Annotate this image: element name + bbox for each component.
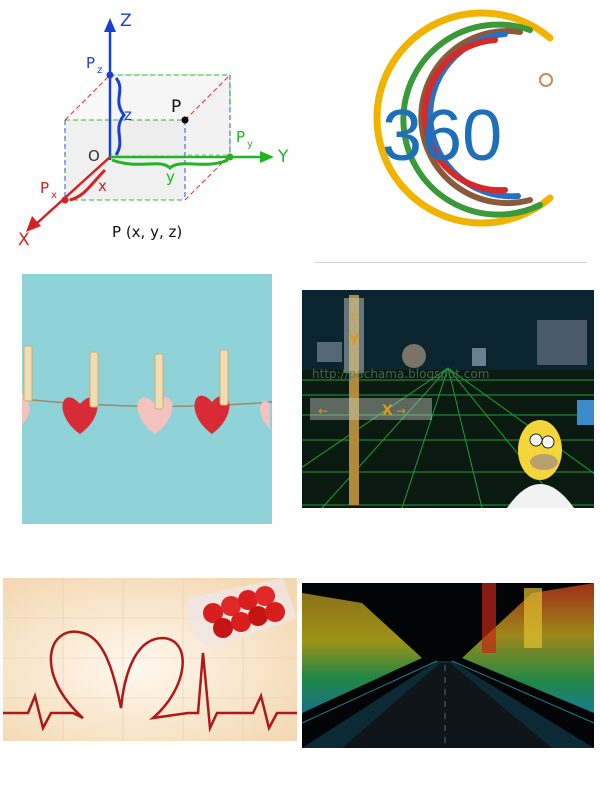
- divider: [315, 262, 587, 263]
- py-label: P: [236, 128, 245, 146]
- length-x-label: x: [98, 177, 107, 195]
- arrow-left-icon: ←: [318, 404, 328, 418]
- length-z-label: z: [124, 106, 132, 124]
- py-subscript: y: [247, 139, 253, 150]
- point-caption: P (x, y, z): [112, 223, 182, 241]
- axis-x-label: X: [18, 230, 30, 250]
- logo-text: 360: [382, 96, 502, 176]
- grid-sign-y: Y: [348, 333, 360, 349]
- arrow-up-icon: ↑: [348, 311, 358, 325]
- pz-label: P: [86, 54, 95, 72]
- hearts-clothesline-image: [22, 274, 272, 524]
- grid-scene-image: Y ↑ X → ← http://pachama.blogspot.com: [302, 290, 594, 508]
- px-label: P: [40, 179, 49, 197]
- px-subscript: x: [51, 190, 57, 201]
- heartbeat-image: [3, 578, 297, 741]
- arrow-right-icon: →: [396, 404, 406, 418]
- axis-z-label: Z: [120, 11, 132, 31]
- logo-360: 360: [300, 0, 600, 265]
- pz-subscript: z: [97, 65, 102, 76]
- point-p-label: P: [171, 97, 181, 117]
- watermark-text: http://pachama.blogspot.com: [312, 367, 489, 381]
- lidar-street-image: [302, 583, 594, 748]
- length-y-label: y: [166, 168, 175, 186]
- coordinate-diagram: Z Y X O P P z P y P x z y x P (x, y, z): [0, 0, 300, 255]
- cartoon-character-icon: [507, 420, 574, 508]
- pill-capsule-icon: [187, 578, 297, 648]
- origin-label: O: [88, 147, 100, 165]
- axis-y-label: Y: [277, 147, 289, 167]
- grid-sign-x: X: [382, 403, 393, 419]
